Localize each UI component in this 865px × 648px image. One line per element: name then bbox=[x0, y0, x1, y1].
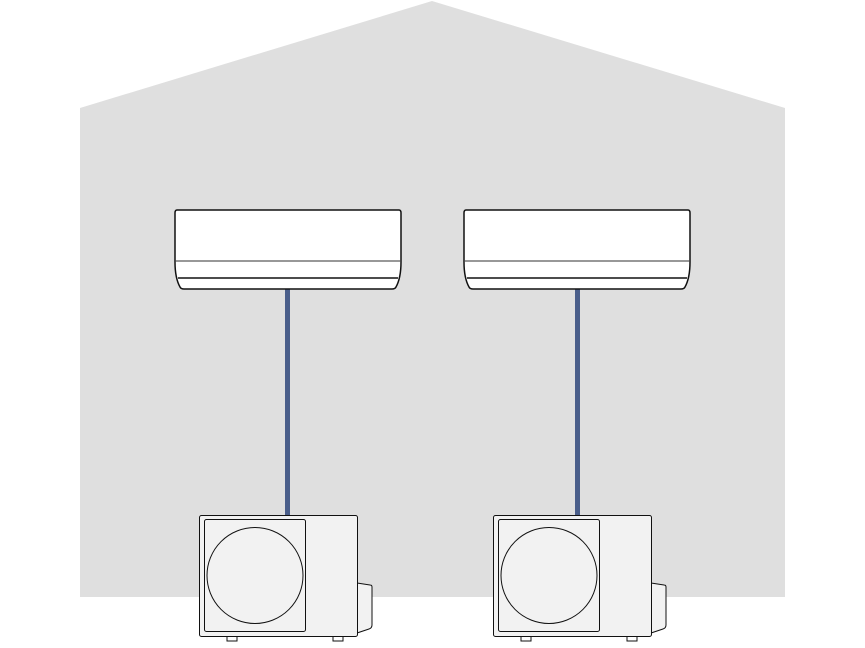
refrigerant-pipe bbox=[575, 288, 580, 518]
indoor-unit-body bbox=[174, 209, 402, 290]
fan-grille-icon bbox=[500, 527, 598, 624]
house-silhouette bbox=[80, 1, 785, 597]
outdoor-unit bbox=[199, 515, 373, 642]
ac-system-1 bbox=[174, 209, 402, 642]
indoor-unit bbox=[463, 209, 691, 290]
fan-grille-icon bbox=[206, 527, 304, 624]
outdoor-unit bbox=[493, 515, 667, 642]
ac-system-2 bbox=[463, 209, 691, 642]
outdoor-unit-side-cover bbox=[356, 582, 373, 634]
indoor-unit bbox=[174, 209, 402, 290]
indoor-unit-body bbox=[463, 209, 691, 290]
refrigerant-pipe bbox=[285, 288, 290, 518]
outdoor-unit-side-cover bbox=[650, 582, 667, 634]
